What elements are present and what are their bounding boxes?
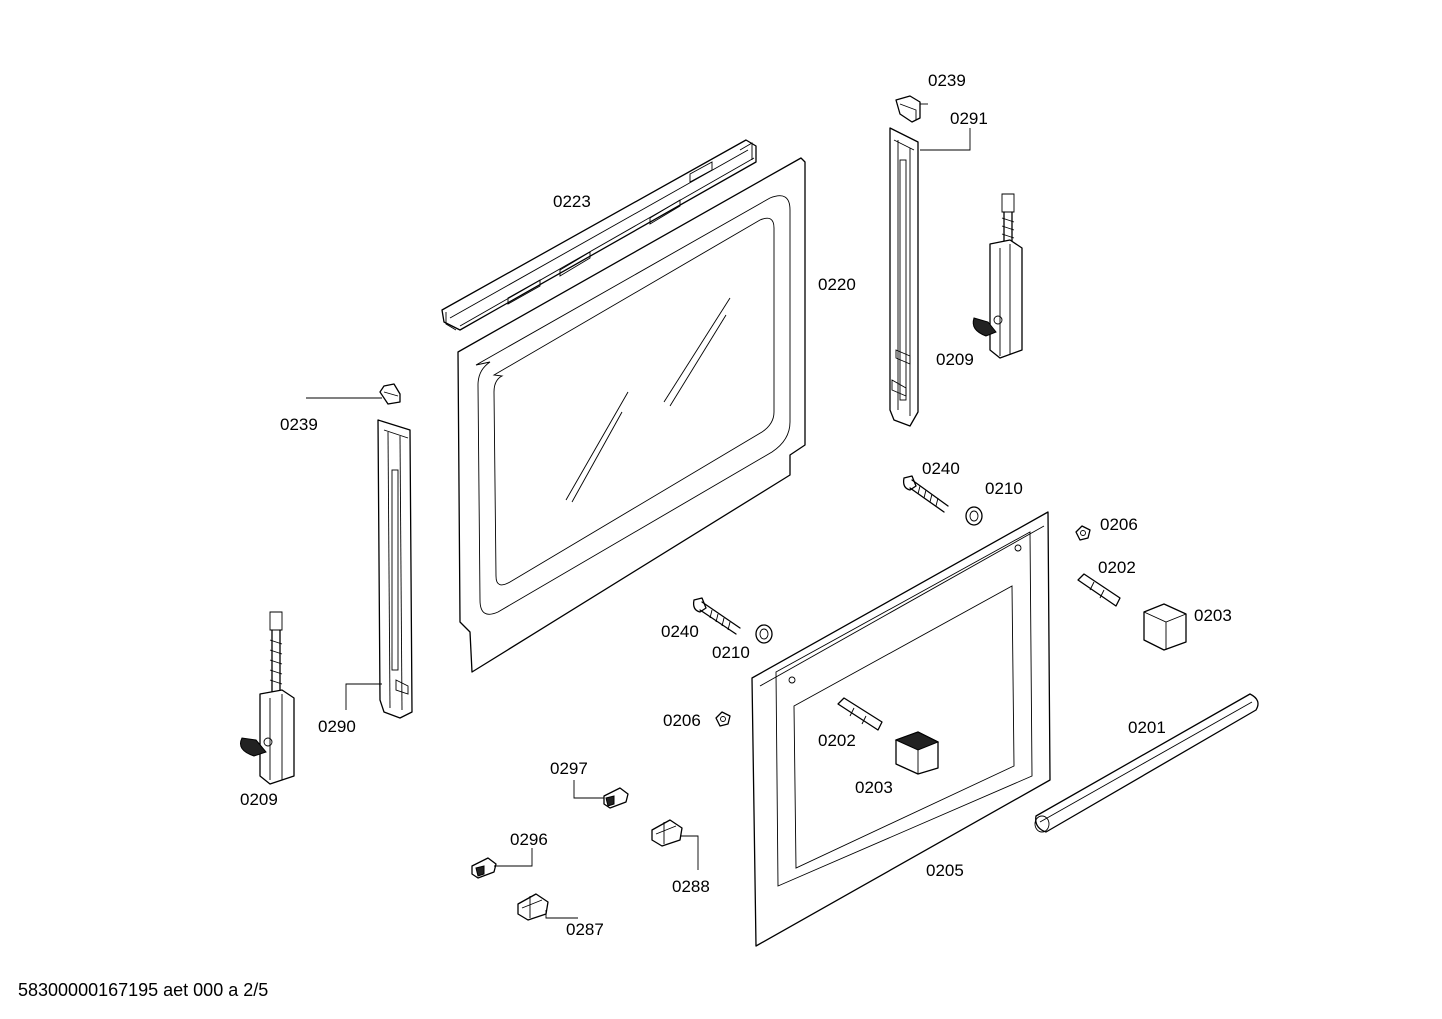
label-0288: 0288 [672,877,710,896]
pin-0202-right [1077,573,1121,607]
label-0296: 0296 [510,830,548,849]
label-0203-mid: 0203 [855,778,893,797]
label-0290: 0290 [318,717,356,736]
label-0202-right: 0202 [1098,558,1136,577]
seal-strip-0201 [1034,693,1259,833]
label-0291: 0291 [950,109,988,128]
label-0209-right: 0209 [936,350,974,369]
label-0287: 0287 [566,920,604,939]
screw-0240-mid [692,597,741,635]
label-0201: 0201 [1128,718,1166,737]
label-0205: 0205 [926,861,964,880]
bumper-0206-mid [715,711,731,727]
clip-0288 [651,819,683,847]
hinge-0209-right [972,193,1023,359]
clip-0297 [603,787,629,809]
label-0209-left: 0209 [240,790,278,809]
hinge-bracket-0291 [889,127,919,427]
label-0239-left: 0239 [280,415,318,434]
clip-0239-left [379,383,401,405]
hinge-bracket-0290 [377,419,413,719]
nut-0210-mid [755,624,773,644]
pin-0202-mid [837,697,883,731]
label-0206-mid: 0206 [663,711,701,730]
label-0239-top: 0239 [928,71,966,90]
document-id-footer: 58300000167195 aet 000 a 2/5 [18,980,269,1000]
label-0210-mid: 0210 [712,643,750,662]
block-0203-right [1143,603,1187,651]
bumper-0206-right [1075,525,1091,541]
label-0297: 0297 [550,759,588,778]
label-0203-right: 0203 [1194,606,1232,625]
label-0206-right: 0206 [1100,515,1138,534]
screw-0240-top [902,475,949,513]
clip-0239-top [895,95,921,123]
clip-0296 [471,857,497,879]
clip-0287 [517,893,549,921]
label-0202-mid: 0202 [818,731,856,750]
label-0240-top: 0240 [922,459,960,478]
label-0223: 0223 [553,192,591,211]
part-labels: 0239 0291 0223 0220 0209 0239 0240 0210 … [240,71,1232,939]
nut-0210-top [965,506,983,526]
inner-door-panel-0220 [457,157,806,673]
hinge-0209-left [240,611,295,785]
block-0203-mid [894,731,940,775]
label-0210-top: 0210 [985,479,1023,498]
outer-door-glass-0205 [751,511,1051,947]
leader-lines [306,103,971,919]
top-rail-0223 [441,139,757,331]
label-0240-mid: 0240 [661,622,699,641]
label-0220: 0220 [818,275,856,294]
